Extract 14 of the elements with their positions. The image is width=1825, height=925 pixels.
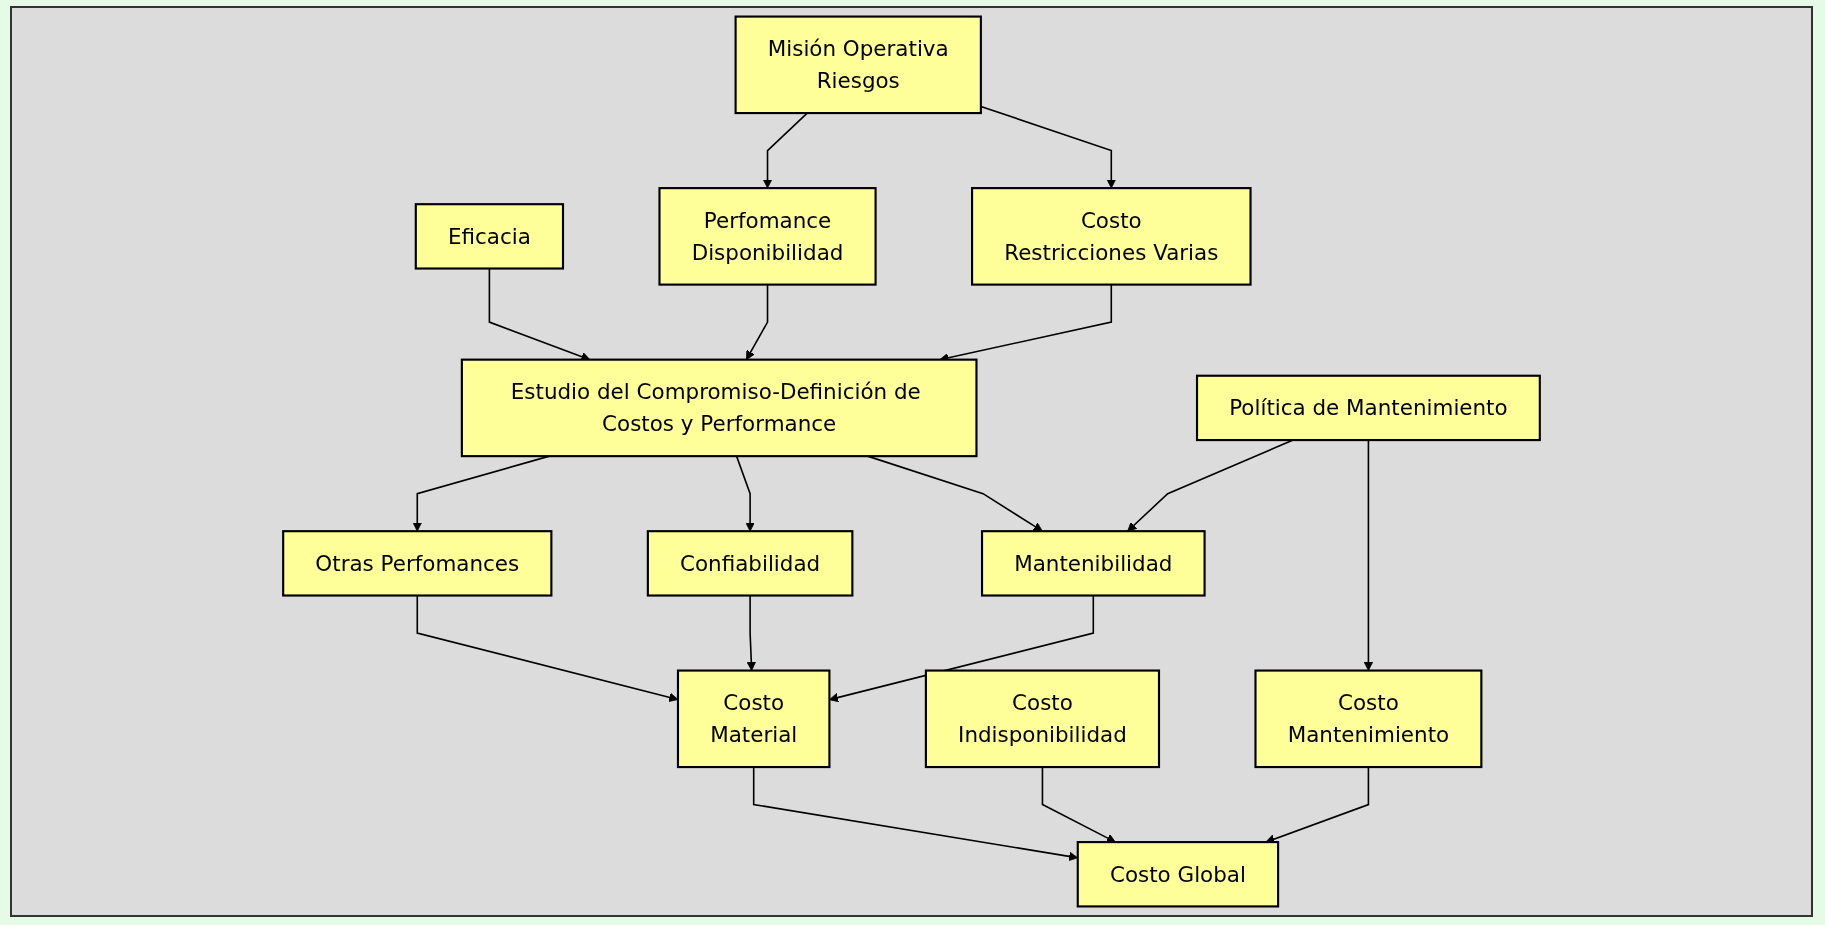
node-box: Costo Material <box>676 669 831 769</box>
node-box: Eficacia <box>414 203 565 270</box>
node-box: Estudio del Compromiso-Definición de Costos y Performance <box>460 358 978 458</box>
node-box: Costo Mantenimiento <box>1254 669 1483 769</box>
node-box: Costo Restricciones Varias <box>971 187 1252 286</box>
node-box: Confiabilidad <box>646 530 854 597</box>
node-box: Mantenibilidad <box>980 530 1206 597</box>
node-box: Costo Indisponibilidad <box>924 669 1161 769</box>
node-box: Otras Perfomances <box>282 530 553 597</box>
node-box: Perfomance Disponibilidad <box>658 187 877 286</box>
node-box: Política de Mantenimiento <box>1195 374 1541 442</box>
node-box: Costo Global <box>1076 841 1280 908</box>
node-box: Misión Operativa Riesgos <box>734 15 982 115</box>
arrow <box>980 105 1116 189</box>
